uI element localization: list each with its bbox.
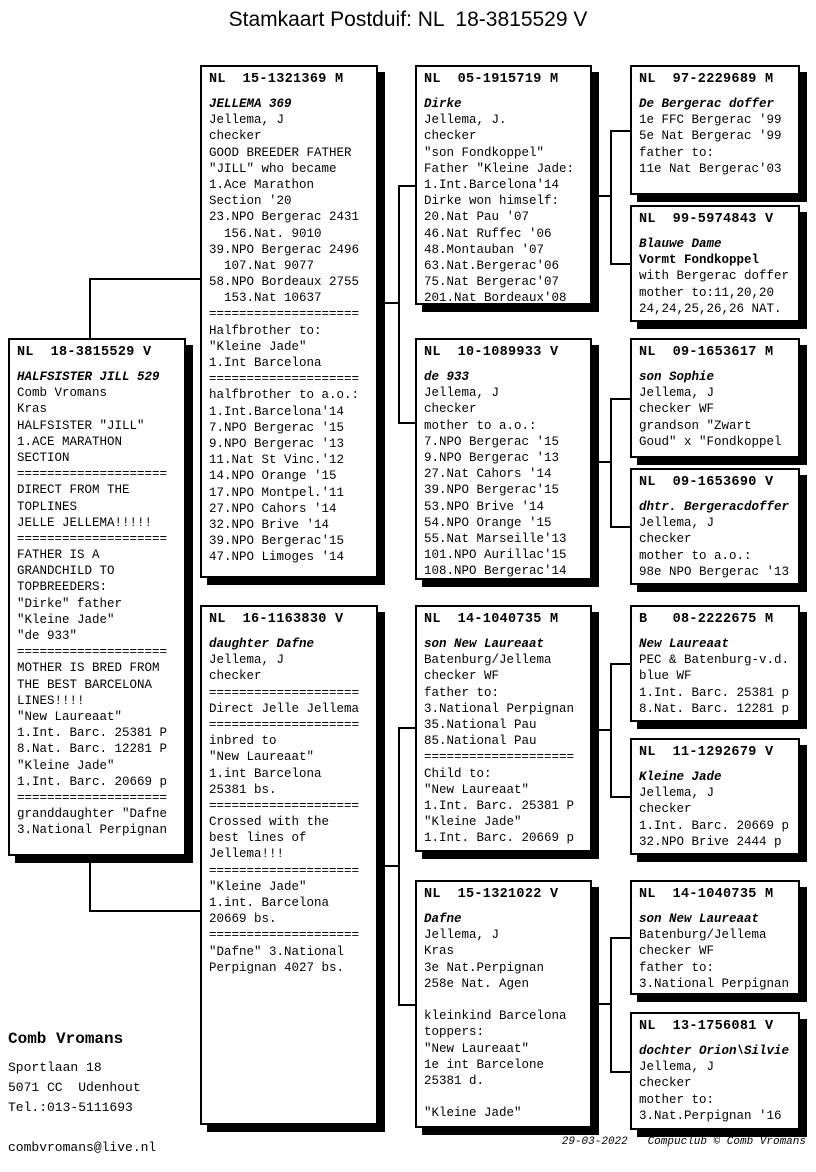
ring-number: NL 14-1040735 M [424,612,559,627]
connector-line [594,729,612,731]
ring-number: NL 97-2229689 M [639,72,774,87]
page-title: Stamkaart Postduif: NL 18-3815529 V [228,8,588,31]
ring-number: NL 15-1321369 M [209,72,344,87]
connector-line [610,398,632,400]
connector-line [594,1003,612,1005]
ring-number: NL 99-5974843 V [639,212,774,227]
ring-number: NL 05-1915719 M [424,72,559,87]
connector-line [594,195,612,197]
ring-number: NL 11-1292679 V [639,745,774,760]
ring-number: NL 09-1653690 V [639,475,774,490]
connector-line [610,130,612,265]
connector-line [610,937,612,1073]
connector-line [610,1071,632,1073]
connector-line [610,130,632,132]
connector-line [398,727,417,729]
connector-line [398,422,417,424]
ring-number: NL 09-1653617 M [639,345,774,360]
connector-line [610,398,612,528]
ring-number: NL 18-3815529 V [17,345,152,360]
ring-number: NL 15-1321022 V [424,887,559,902]
connector-line [380,302,400,304]
ring-number: NL 16-1163830 V [209,612,344,627]
connector-line [610,663,612,798]
ring-number: NL 10-1089933 V [424,345,559,360]
connector-line [398,1004,417,1006]
connector-line [610,796,632,798]
footer-credit: 29-03-2022 Compuclub © Comb Vromans [561,1136,806,1148]
connector-line [89,910,202,912]
connector-line [89,278,202,280]
ring-number: NL 14-1040735 M [639,887,774,902]
connector-line [398,185,417,187]
connector-line [610,526,632,528]
connector-line [380,865,400,867]
contact-name: Comb Vromans [8,1030,124,1048]
connector-line [398,727,400,1006]
ring-number: B 08-2222675 M [639,612,774,627]
connector-line [610,937,632,939]
connector-line [89,278,91,340]
connector-line [594,461,612,463]
connector-line [610,263,632,265]
connector-line [610,663,632,665]
connector-line [398,185,400,424]
ring-number: NL 13-1756081 V [639,1019,774,1034]
connector-line [89,854,91,912]
